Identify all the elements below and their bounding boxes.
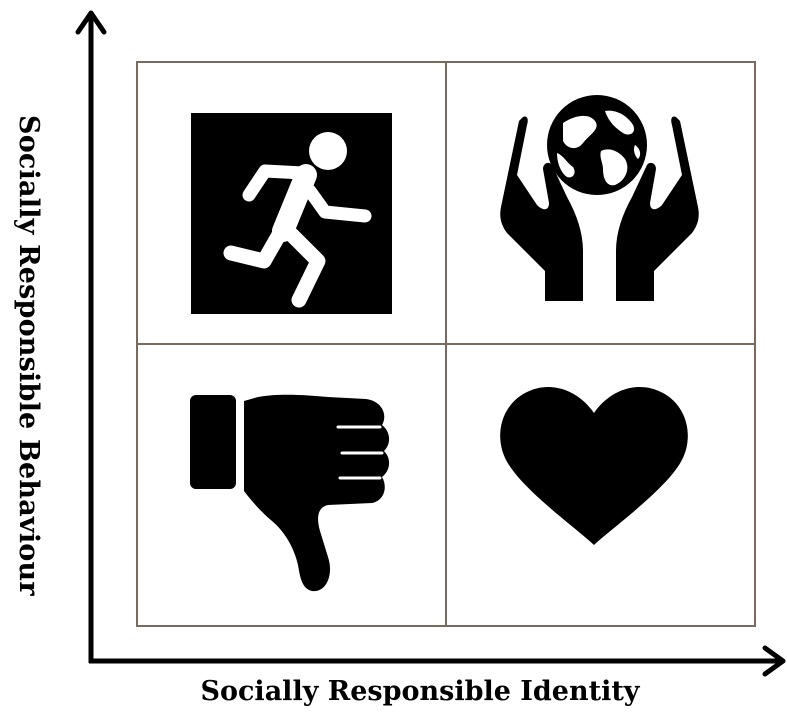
y-axis-arrowhead: [75, 10, 107, 35]
quadrant-top-left: [138, 63, 447, 345]
quadrant-top-right: [447, 63, 754, 345]
quadrant-grid: [136, 61, 756, 627]
heart-icon: [500, 386, 688, 545]
x-axis-label: Socially Responsible Identity: [200, 676, 640, 707]
thumbs-down-icon: [190, 394, 390, 592]
x-axis-arrowhead: [762, 645, 786, 677]
hands-holding-globe-icon: [500, 95, 699, 301]
y-axis-label: Socially Responsible Behaviour: [13, 114, 44, 596]
running-person-icon: [191, 113, 392, 314]
quadrant-bottom-right: [447, 345, 754, 625]
quadrant-bottom-left: [138, 345, 447, 625]
